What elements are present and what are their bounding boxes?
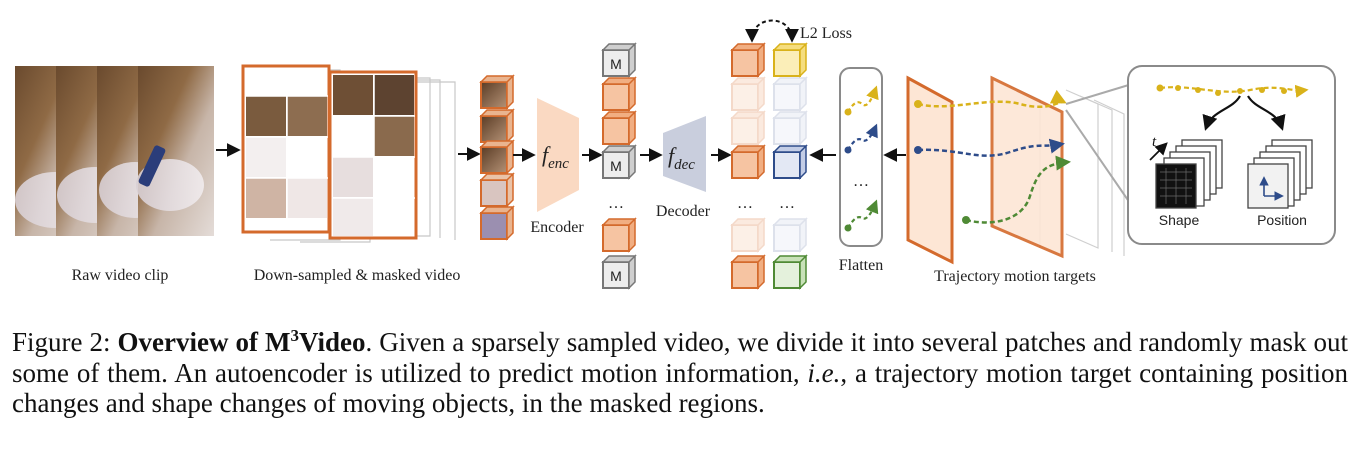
zoom-connector (1065, 83, 1133, 207)
raw-video-clip: Raw video clip (15, 66, 214, 284)
target-column: … (772, 42, 808, 290)
video-frame (136, 66, 214, 236)
decoder-trapezoid (663, 116, 706, 192)
caption-text: , a trajectory motion target containing … (12, 357, 1348, 419)
encoder-label: Encoder (530, 219, 584, 236)
decoder-label: Decoder (656, 203, 711, 220)
l2-loss: L2 Loss (745, 19, 852, 43)
masked-frame (241, 64, 331, 234)
shape-label: Shape (1159, 212, 1200, 228)
caption-prefix: Figure 2: (12, 327, 118, 357)
flatten-box: … Flatten (839, 67, 883, 274)
blue-trajectory (847, 123, 878, 151)
target-frame (990, 75, 1064, 259)
ellipsis: … (853, 173, 869, 190)
target-token-blue (772, 144, 808, 180)
caption-title: Overview of M3Video (117, 326, 366, 357)
ellipsis: … (737, 195, 753, 212)
faded-token (772, 110, 808, 146)
trajectory-targets-label: Trajectory motion targets (934, 268, 1096, 285)
faded-token (730, 217, 766, 253)
encoder: fenc Encoder (530, 98, 584, 236)
patch-cube (479, 205, 515, 241)
mask-token: M (601, 42, 637, 78)
faded-token (772, 217, 808, 253)
f-dec-symbol: fdec (668, 143, 695, 173)
l2-loss-arc (745, 19, 799, 43)
prediction-column: … (730, 42, 766, 290)
encoded-token (601, 110, 637, 146)
downsampled-label: Down-sampled & masked video (254, 267, 461, 284)
target-token-yellow (772, 42, 808, 78)
position-label: Position (1257, 212, 1307, 228)
target-token-green (772, 254, 808, 290)
caption-italic: i.e. (807, 357, 841, 388)
patch-cube (479, 74, 515, 110)
yellow-trajectory (917, 89, 1067, 109)
figure-caption: Figure 2: Overview of M3Video. Given a s… (12, 321, 1348, 419)
method-overview-diagram: Raw video clip Down (15, 19, 1336, 290)
l2-loss-label: L2 Loss (800, 25, 852, 42)
branch-arrow (1202, 95, 1241, 131)
patch-cube (479, 172, 515, 208)
f-enc-symbol: fenc (542, 142, 569, 172)
blue-trajectory (917, 138, 1065, 157)
token-column: M M … M (601, 42, 637, 290)
downsampled-masked-video: Down-sampled & masked video (241, 64, 461, 284)
svg-text:M: M (610, 56, 622, 72)
target-detail-inset: t Shape Position (1127, 65, 1336, 245)
visible-patches (479, 74, 515, 241)
flatten-label: Flatten (839, 257, 883, 274)
yellow-trajectory (1159, 84, 1309, 98)
raw-video-clip-label: Raw video clip (72, 267, 169, 284)
ellipsis: … (779, 195, 795, 212)
svg-text:M: M (610, 268, 622, 284)
green-trajectory (847, 199, 879, 229)
encoded-token (601, 217, 637, 253)
green-trajectory (965, 155, 1071, 224)
trajectory-motion-targets: Trajectory motion targets (906, 75, 1125, 285)
ellipsis: … (608, 195, 624, 212)
patch-cube (479, 139, 515, 175)
encoder-trapezoid (537, 98, 579, 212)
position-stack: Position (1247, 139, 1313, 228)
patch-cube (479, 108, 515, 144)
shape-stack: t Shape (1149, 134, 1223, 228)
encoded-token (601, 76, 637, 112)
predicted-token (730, 254, 766, 290)
decoder: fdec Decoder (656, 116, 711, 220)
branch-arrow (1247, 95, 1286, 131)
predicted-token (730, 144, 766, 180)
flatten-container (839, 67, 883, 247)
caption-text: . Given a sparsely sampled video, we div… (12, 327, 1348, 388)
target-frame (906, 75, 954, 265)
yellow-trajectory (847, 85, 879, 113)
svg-text:M: M (610, 158, 622, 174)
faded-token (772, 76, 808, 112)
time-axis-label: t (1152, 134, 1157, 150)
masked-frame (328, 70, 418, 240)
mask-token: M (601, 254, 637, 290)
time-axis-arrow (1149, 142, 1168, 161)
mask-token: M (601, 144, 637, 180)
faded-token (730, 110, 766, 146)
predicted-token (730, 42, 766, 78)
faded-token (730, 76, 766, 112)
